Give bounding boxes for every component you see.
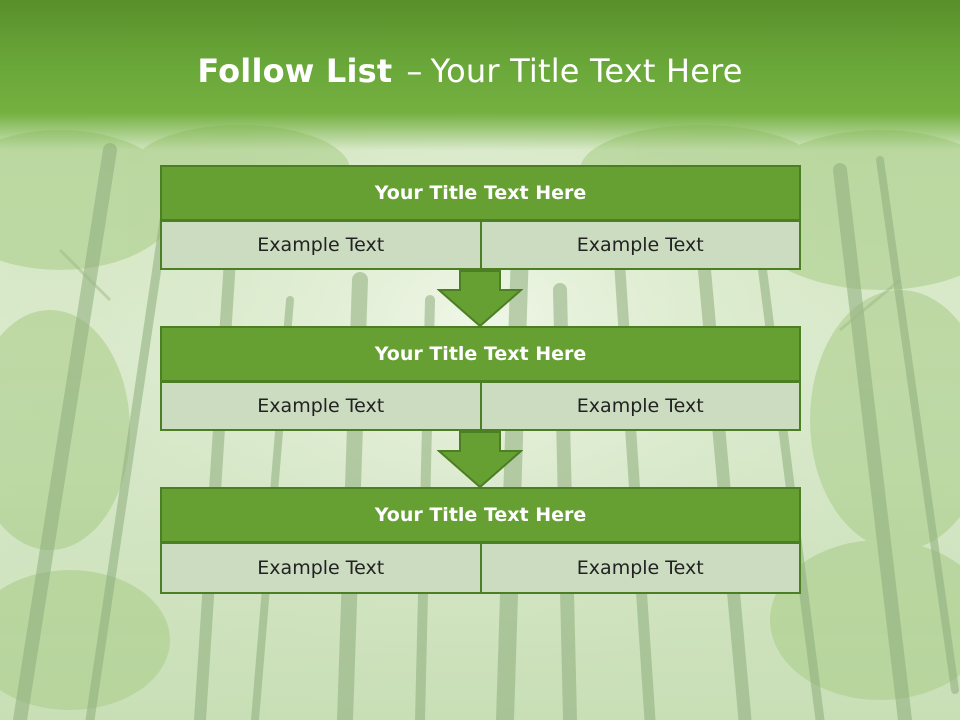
title-rest: Your Title Text Here — [430, 52, 743, 90]
title-dash: – — [406, 52, 423, 90]
block-title: Your Title Text Here — [160, 165, 801, 221]
list-block-1: Your Title Text Here Example Text Exampl… — [160, 165, 801, 270]
block-cell-right: Example Text — [479, 381, 801, 431]
block-row: Example Text Example Text — [160, 542, 801, 594]
block-cell-right: Example Text — [479, 542, 801, 594]
block-cell-left: Example Text — [160, 381, 482, 431]
title-bold: Follow List — [197, 52, 393, 90]
down-arrow-icon — [437, 431, 523, 489]
block-title: Your Title Text Here — [160, 326, 801, 382]
list-block-3: Your Title Text Here Example Text Exampl… — [160, 487, 801, 594]
block-row: Example Text Example Text — [160, 381, 801, 431]
block-cell-right: Example Text — [479, 220, 801, 270]
block-title: Your Title Text Here — [160, 487, 801, 543]
block-cell-left: Example Text — [160, 542, 482, 594]
header-band — [0, 0, 960, 150]
down-arrow-icon — [437, 270, 523, 328]
page-title: Follow List–Your Title Text Here — [0, 52, 950, 90]
list-block-2: Your Title Text Here Example Text Exampl… — [160, 326, 801, 431]
block-row: Example Text Example Text — [160, 220, 801, 270]
block-cell-left: Example Text — [160, 220, 482, 270]
